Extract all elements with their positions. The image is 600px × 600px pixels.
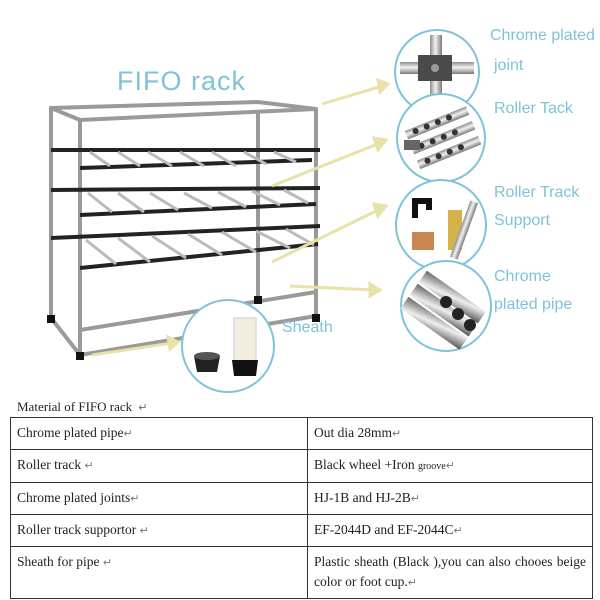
table-row: Sheath for pipe ↵ Plastic sheath (Black … bbox=[10, 546, 593, 599]
rack-feet bbox=[47, 296, 320, 360]
paragraph-mark-icon: ↵ bbox=[139, 525, 149, 537]
figure-title: FIFO rack bbox=[117, 66, 246, 96]
material-name-cell: Sheath for pipe ↵ bbox=[10, 546, 308, 599]
paragraph-mark-icon: ↵ bbox=[123, 428, 133, 440]
chrome-joint-label-line2: joint bbox=[494, 57, 524, 74]
material-spec-cell: HJ-1B and HJ-2B↵ bbox=[307, 482, 593, 515]
shelf-1 bbox=[51, 148, 320, 170]
material-spec-cell: EF-2044D and EF-2044C↵ bbox=[307, 514, 593, 547]
roller-track-support-label-line1: Roller Track bbox=[494, 184, 580, 201]
chrome-pipe-label: Chrome plated pipe bbox=[494, 265, 572, 317]
materials-table: Chrome plated pipe↵ Out dia 28mm↵ Roller… bbox=[10, 417, 593, 599]
material-name-cell: Roller track supportor ↵ bbox=[10, 514, 308, 547]
sheath-label: Sheath bbox=[282, 319, 333, 336]
chrome-joint-label: Chrome plated joint bbox=[490, 24, 595, 78]
paragraph-mark-icon: ↵ bbox=[84, 460, 94, 472]
material-name-cell: Chrome plated pipe↵ bbox=[10, 417, 308, 450]
paragraph-mark-icon: ↵ bbox=[392, 428, 402, 440]
shelf-3 bbox=[50, 224, 321, 270]
roller-tracks-1 bbox=[89, 150, 297, 168]
material-spec-cell: Plastic sheath (Black ),you can also cho… bbox=[307, 546, 593, 599]
paragraph-mark-icon: ↵ bbox=[102, 557, 113, 569]
table-caption: Material of FIFO rack ↵ bbox=[17, 399, 148, 415]
roller-track-support-label-line2: Support bbox=[494, 212, 551, 229]
roller-track-support-image bbox=[395, 179, 487, 271]
table-row: Chrome plated pipe↵ Out dia 28mm↵ bbox=[10, 417, 593, 450]
table-row: Chrome plated joints↵ HJ-1B and HJ-2B↵ bbox=[10, 482, 593, 515]
table-row: Roller track supportor ↵ EF-2044D and EF… bbox=[10, 514, 593, 547]
paragraph-mark-icon: ↵ bbox=[130, 493, 140, 505]
roller-tracks-2 bbox=[87, 188, 309, 214]
chrome-joint-label-line1: Chrome plated bbox=[490, 27, 595, 44]
material-spec-cell: Out dia 28mm↵ bbox=[307, 417, 593, 450]
table-row: Roller track ↵ Black wheel +Iron groove↵ bbox=[10, 449, 593, 483]
roller-track-support-label: Roller Track Support bbox=[494, 181, 579, 233]
product-figure: FIFO rack Chrome plated joint Roller Tac… bbox=[47, 24, 595, 393]
chrome-pipe-label-line2: plated pipe bbox=[494, 296, 573, 313]
chrome-joint-image bbox=[394, 29, 480, 115]
material-name-cell: Roller track ↵ bbox=[10, 449, 308, 483]
rack-illustration bbox=[47, 29, 492, 393]
paragraph-mark-icon: ↵ bbox=[138, 402, 148, 414]
material-name-cell: Chrome plated joints↵ bbox=[10, 482, 308, 515]
paragraph-mark-icon: ↵ bbox=[453, 525, 463, 537]
shelf-2 bbox=[50, 186, 321, 217]
roller-tack-label: Roller Tack bbox=[494, 100, 573, 117]
callout-arrows bbox=[91, 77, 391, 357]
table-caption-text: Material of FIFO rack bbox=[17, 399, 136, 414]
paragraph-mark-icon: ↵ bbox=[445, 460, 455, 472]
sheath-image bbox=[181, 299, 275, 393]
material-spec-cell: Black wheel +Iron groove↵ bbox=[307, 449, 593, 483]
chrome-pipe-label-line1: Chrome bbox=[494, 268, 551, 285]
paragraph-mark-icon: ↵ bbox=[407, 577, 417, 589]
chrome-pipe-image bbox=[400, 260, 492, 352]
paragraph-mark-icon: ↵ bbox=[410, 493, 420, 505]
roller-tack-image bbox=[396, 93, 486, 183]
roller-tracks-3 bbox=[85, 227, 315, 266]
